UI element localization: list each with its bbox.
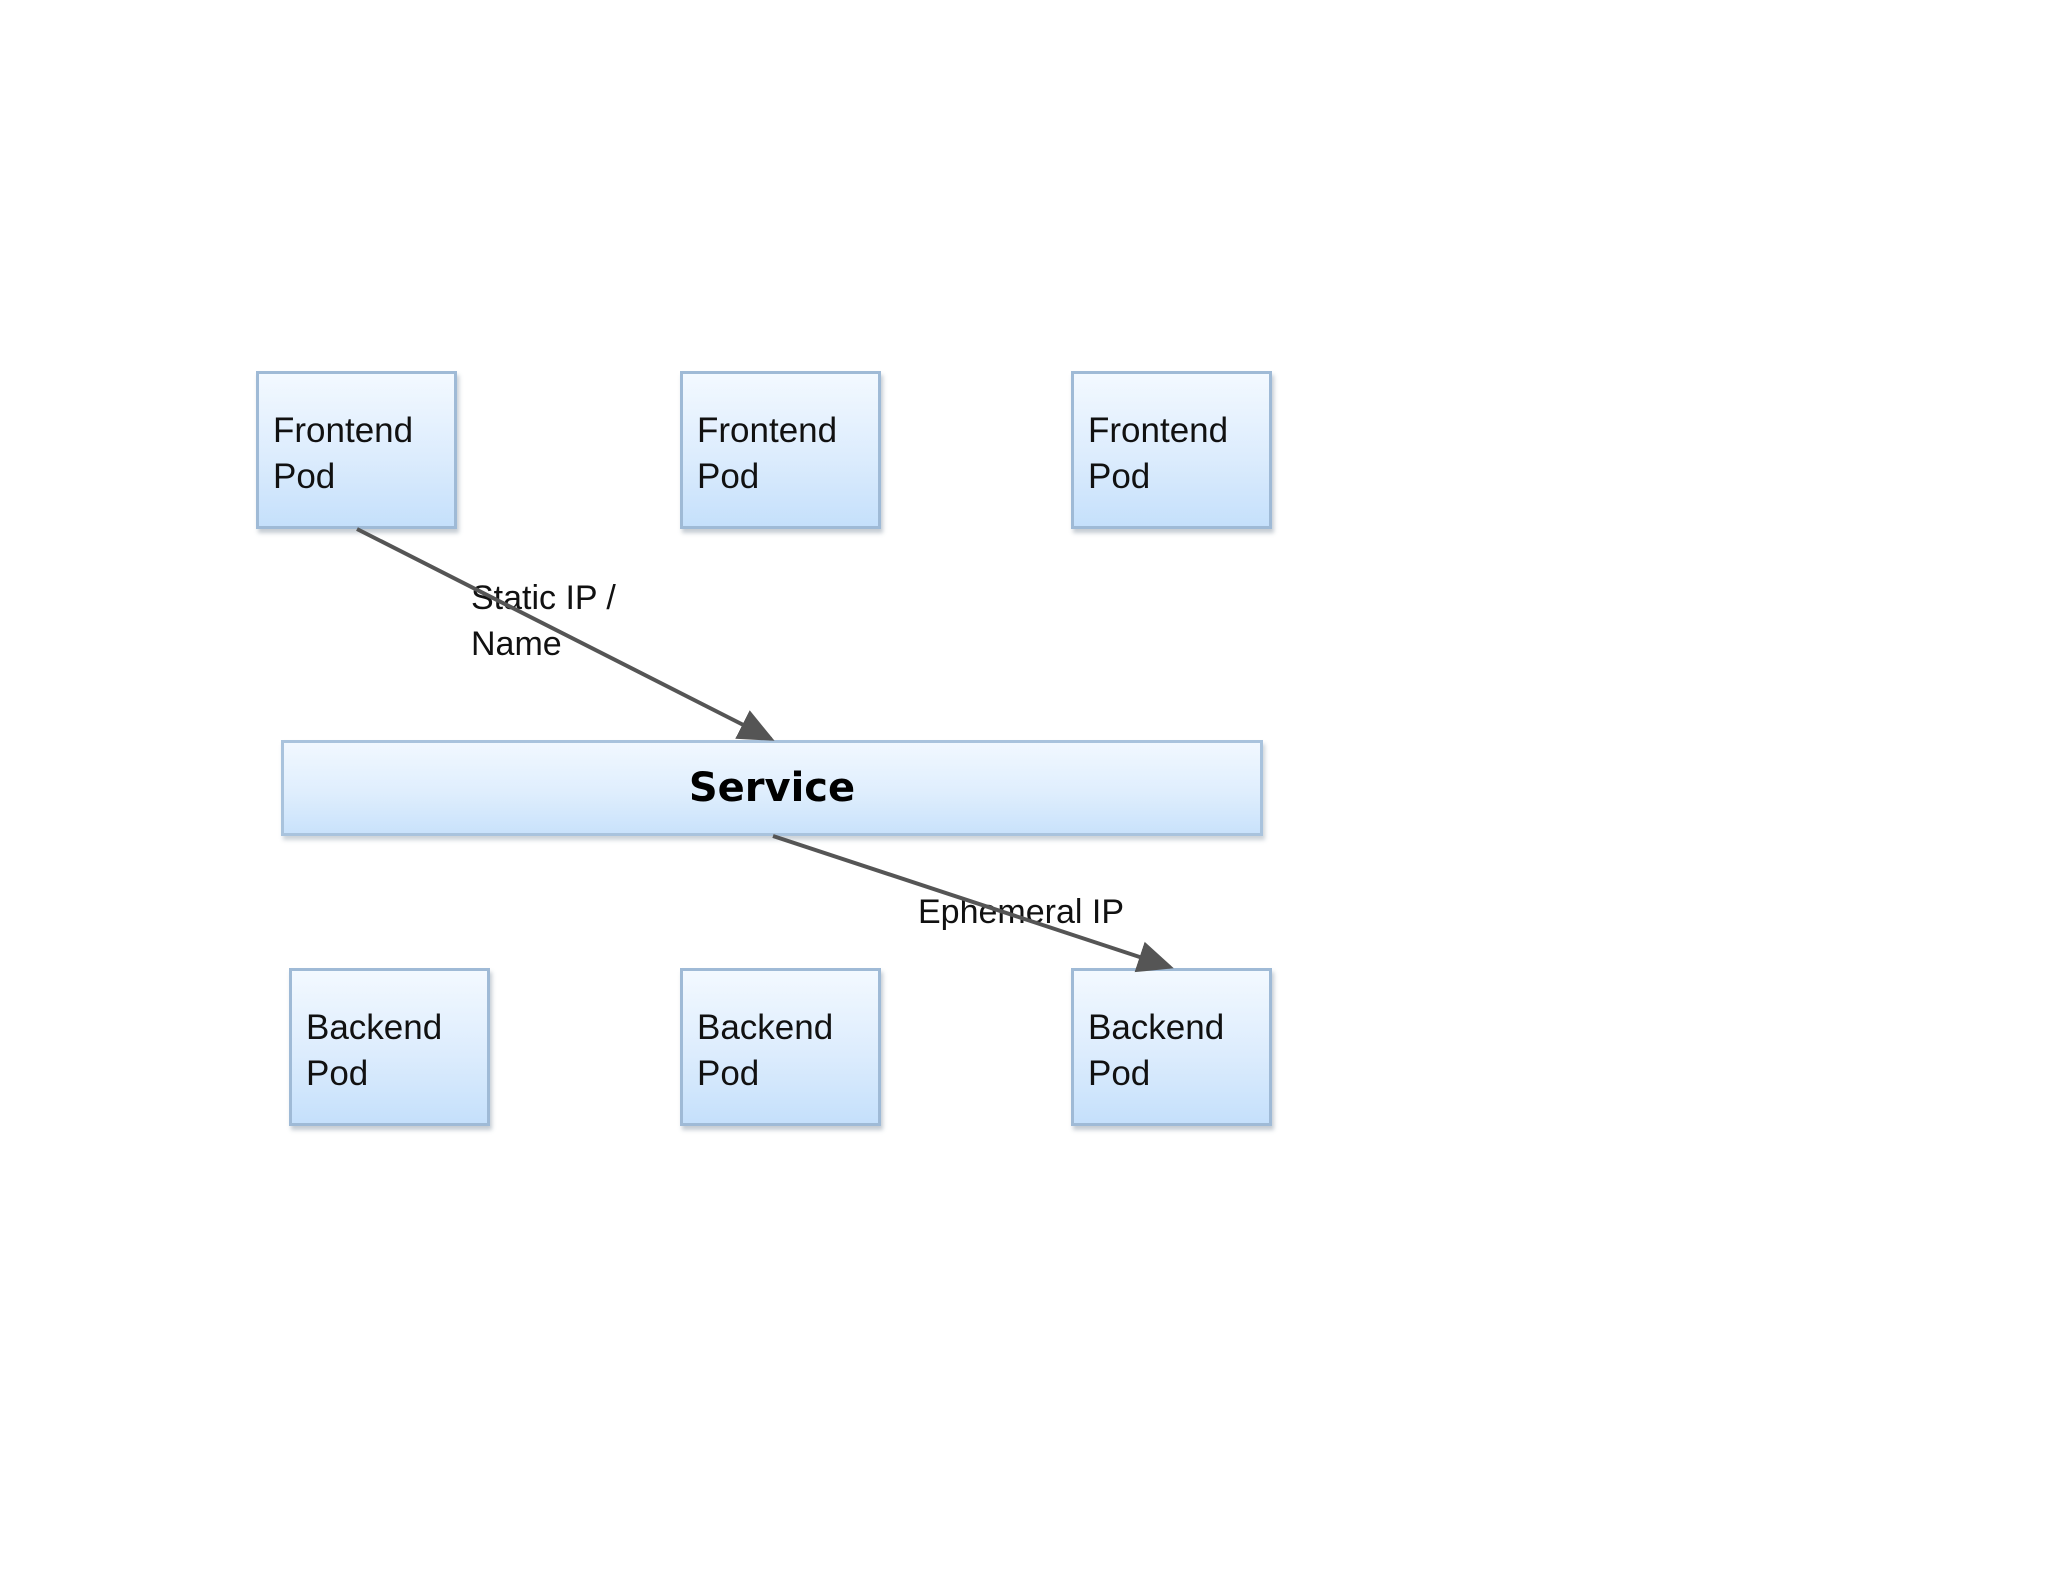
frontend-pod-2: Frontend Pod — [680, 371, 881, 529]
backend-pod-1-line1: Backend — [306, 1008, 443, 1047]
frontend-pod-3-line2: Pod — [1088, 457, 1151, 496]
frontend-pod-1-line2: Pod — [273, 457, 336, 496]
frontend-pod-3: Frontend Pod — [1071, 371, 1272, 529]
service-label: Service — [688, 765, 856, 811]
ephemeral-ip-text: Ephemeral IP — [918, 893, 1124, 931]
frontend-pod-3-line1: Frontend — [1088, 411, 1229, 450]
frontend-pod-2-line1: Frontend — [697, 411, 838, 450]
backend-pod-3-line2: Pod — [1088, 1054, 1151, 1093]
backend-pod-1: Backend Pod — [289, 968, 490, 1126]
service-node: Service — [281, 740, 1263, 836]
ephemeral-ip-label: Ephemeral IP — [918, 889, 1124, 935]
frontend-pod-1-line1: Frontend — [273, 411, 414, 450]
backend-pod-2-line2: Pod — [697, 1054, 760, 1093]
static-ip-name-label: Static IP / Name — [471, 575, 616, 667]
frontend-pod-1: Frontend Pod — [256, 371, 457, 529]
backend-pod-3-line1: Backend — [1088, 1008, 1225, 1047]
backend-pod-3: Backend Pod — [1071, 968, 1272, 1126]
static-ip-name-line2: Name — [471, 625, 562, 663]
frontend-pod-2-line2: Pod — [697, 457, 760, 496]
backend-pod-2: Backend Pod — [680, 968, 881, 1126]
backend-pod-1-line2: Pod — [306, 1054, 369, 1093]
backend-pod-2-line1: Backend — [697, 1008, 834, 1047]
static-ip-name-line1: Static IP / — [471, 579, 616, 617]
